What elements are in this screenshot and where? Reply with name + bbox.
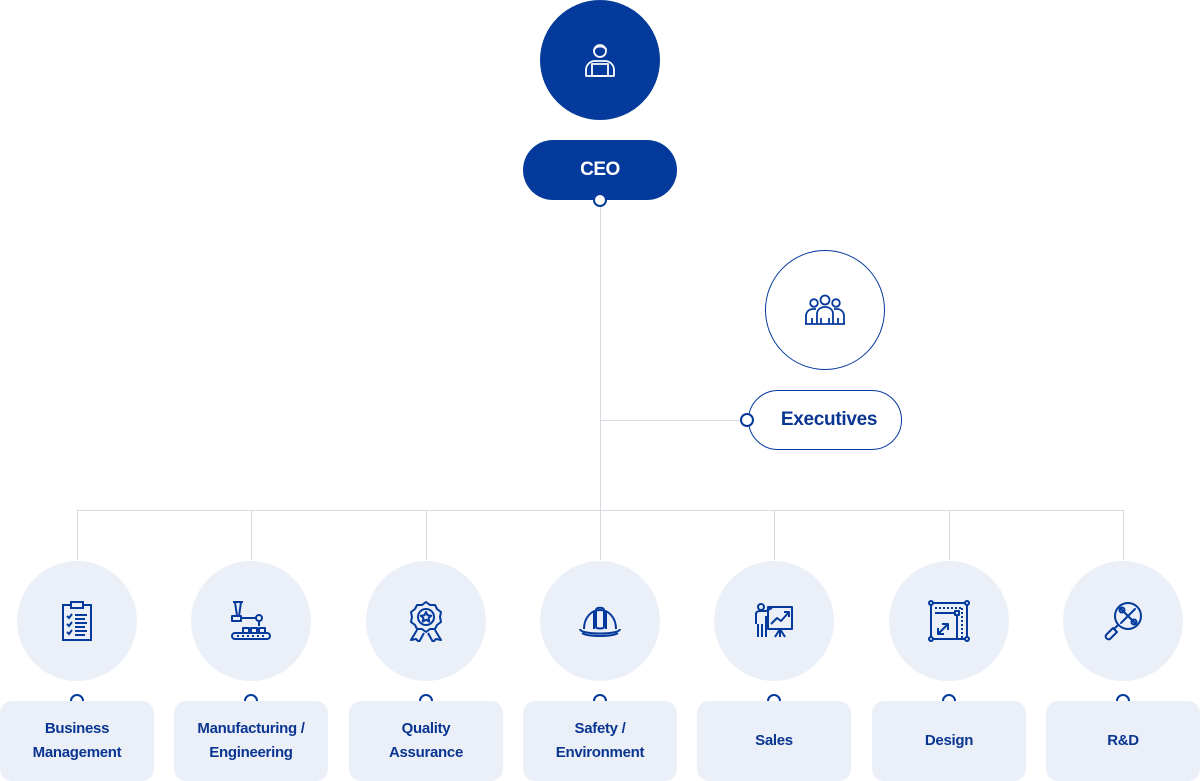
department-label-line1: Sales bbox=[755, 732, 793, 749]
executives-node[interactable]: Executives bbox=[748, 390, 902, 450]
design-resize-icon bbox=[928, 600, 970, 642]
department-label-line1: Design bbox=[924, 732, 974, 749]
department-label-box: Manufacturing / Engineering bbox=[174, 701, 328, 781]
department-label-box: Design bbox=[872, 701, 1026, 781]
department-icon-circle bbox=[714, 561, 834, 681]
ceo-connector-dot bbox=[593, 193, 607, 207]
department-label-line2: Engineering bbox=[209, 744, 293, 761]
executives-avatar bbox=[765, 250, 885, 370]
department-safety-environment[interactable]: Safety / Environment bbox=[523, 560, 677, 781]
hard-hat-icon bbox=[579, 606, 621, 637]
ceo-label: CEO bbox=[580, 159, 620, 180]
department-icon-circle bbox=[17, 561, 137, 681]
department-label-line2: Environment bbox=[555, 744, 645, 761]
department-icon-circle bbox=[889, 561, 1009, 681]
department-label-box: Safety / Environment bbox=[523, 701, 677, 781]
department-label-line1: R&D bbox=[1107, 732, 1139, 749]
department-label-box: R&D bbox=[1046, 701, 1200, 781]
connector-dept-1 bbox=[77, 510, 78, 560]
connector-dept-5 bbox=[774, 510, 775, 560]
team-icon bbox=[805, 294, 845, 325]
clipboard-checklist-icon bbox=[62, 601, 92, 641]
connector-dept-2 bbox=[251, 510, 252, 560]
department-manufacturing-engineering[interactable]: Manufacturing / Engineering bbox=[174, 560, 328, 781]
executives-connector-dot bbox=[740, 413, 754, 427]
ceo-avatar bbox=[540, 0, 660, 120]
department-label-line2: Management bbox=[32, 744, 122, 761]
connector-ceo-trunk bbox=[600, 205, 601, 510]
department-label-line1: Safety / bbox=[574, 720, 626, 737]
connector-dept-4 bbox=[600, 510, 601, 560]
department-icon-circle bbox=[1063, 561, 1183, 681]
department-label-box: Sales bbox=[697, 701, 851, 781]
department-icon-circle bbox=[540, 561, 660, 681]
magnifier-tools-icon bbox=[1104, 602, 1142, 641]
robot-arm-conveyor-icon bbox=[231, 601, 271, 640]
department-r-and-d[interactable]: R&D bbox=[1046, 560, 1200, 781]
connector-dept-7 bbox=[1123, 510, 1124, 560]
person-laptop-icon bbox=[585, 44, 615, 77]
presentation-chart-icon bbox=[755, 603, 793, 638]
executives-label: Executives bbox=[780, 409, 878, 430]
department-label-line1: Quality bbox=[401, 720, 451, 737]
award-badge-icon bbox=[410, 601, 442, 642]
connector-dept-6 bbox=[949, 510, 950, 560]
ceo-node[interactable]: CEO bbox=[523, 140, 677, 200]
department-sales[interactable]: Sales bbox=[697, 560, 851, 781]
department-label-line2: Assurance bbox=[388, 744, 463, 761]
department-icon-circle bbox=[191, 561, 311, 681]
connector-dept-3 bbox=[426, 510, 427, 560]
department-icon-circle bbox=[366, 561, 486, 681]
department-label-line1: Manufacturing / bbox=[197, 720, 305, 737]
connector-executives bbox=[600, 420, 742, 421]
department-design[interactable]: Design bbox=[872, 560, 1026, 781]
department-label-line1: Business bbox=[44, 720, 110, 737]
